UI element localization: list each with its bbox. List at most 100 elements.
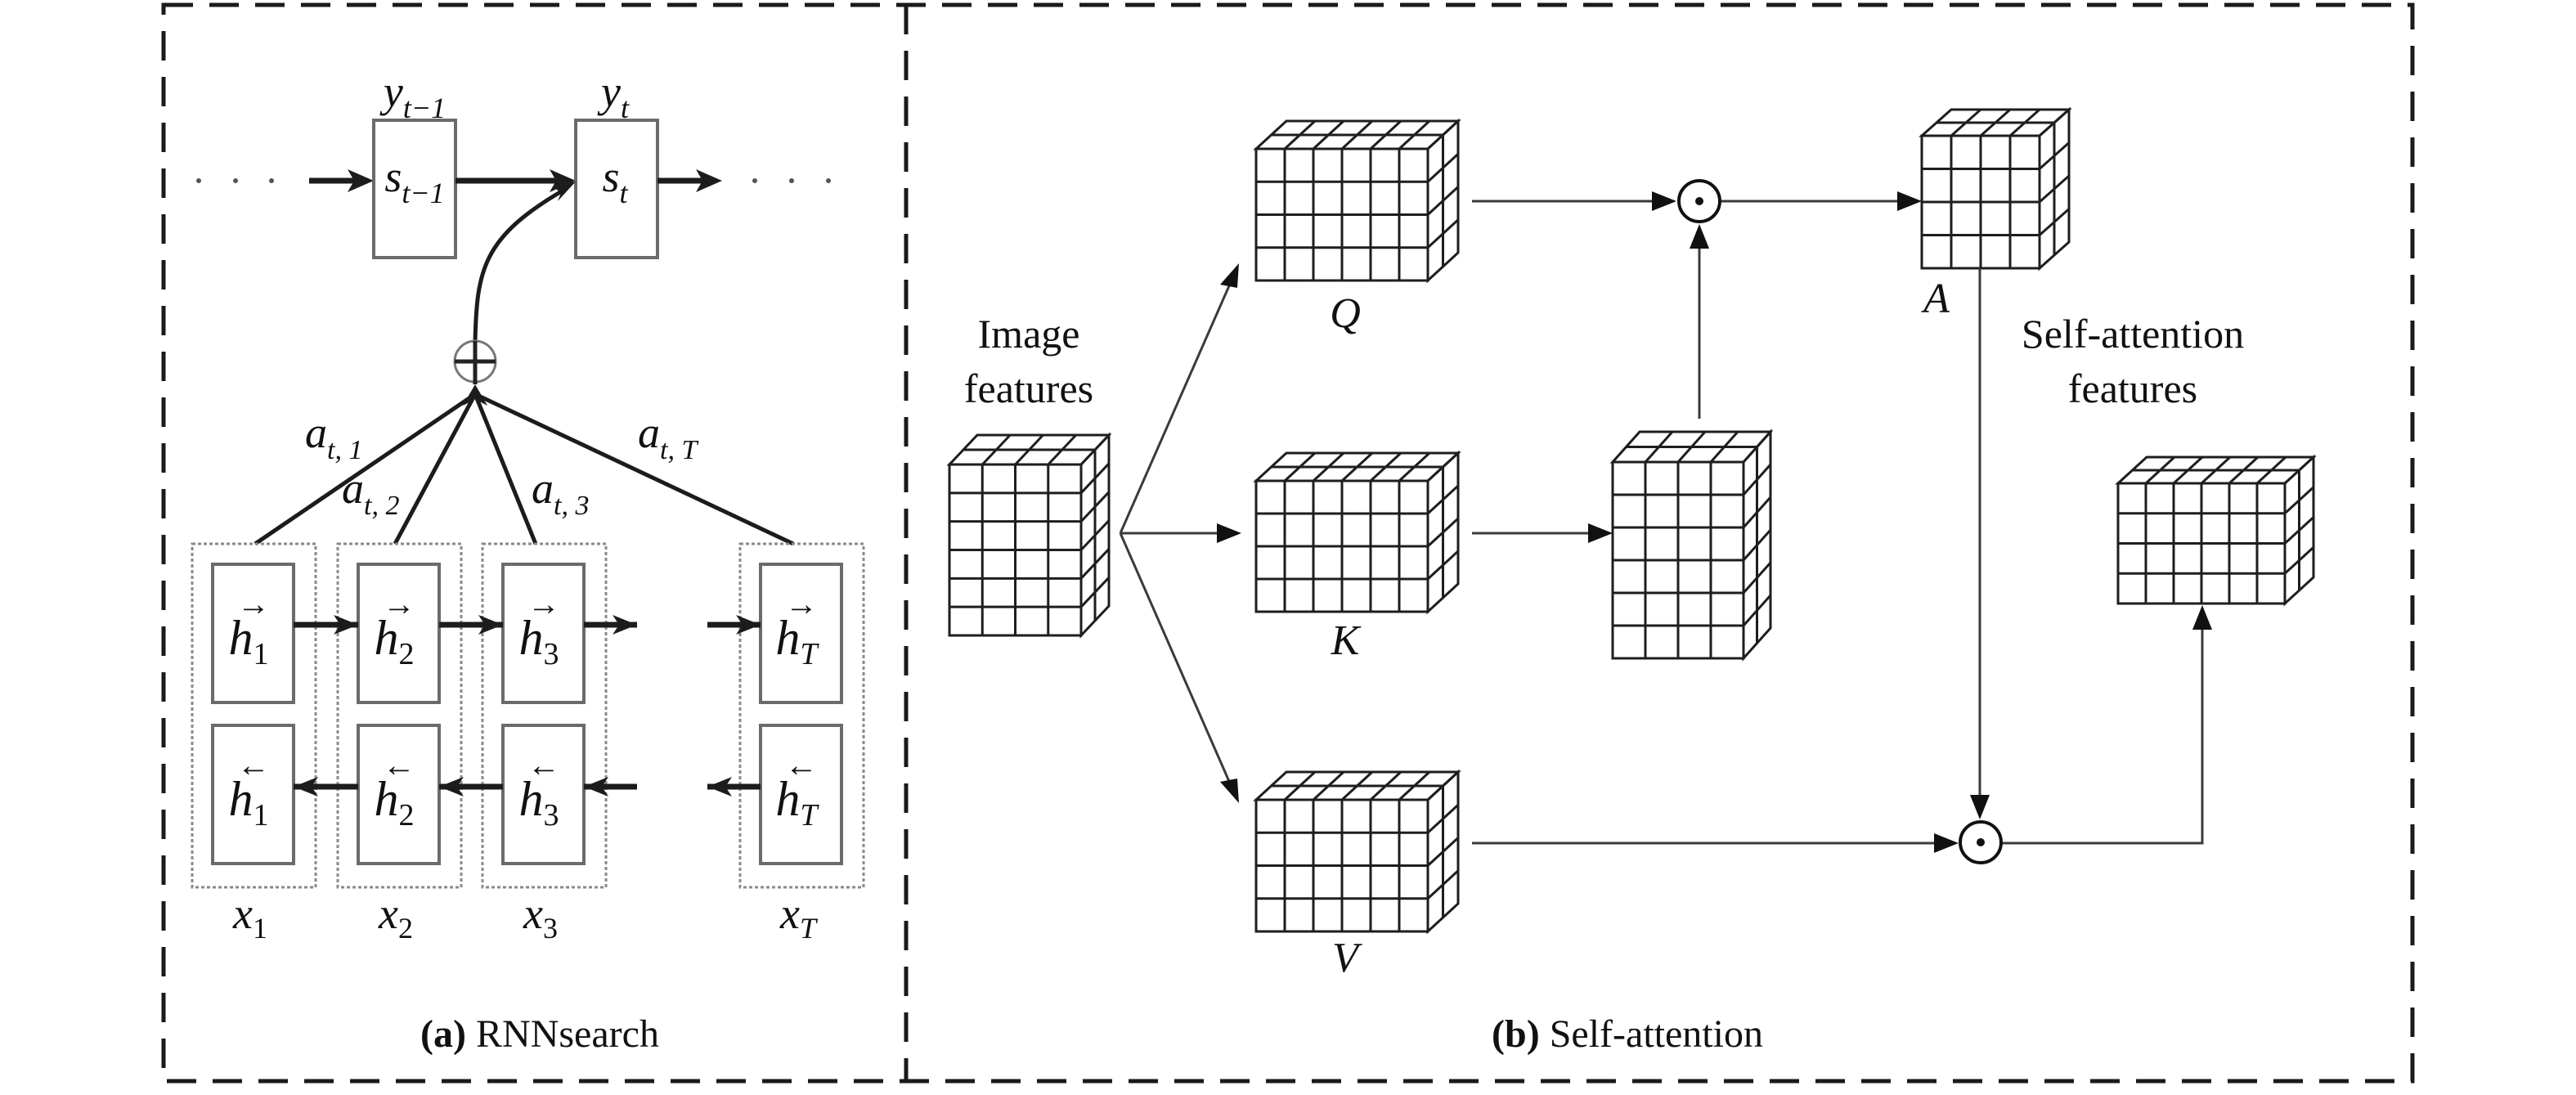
arrowhead xyxy=(1934,833,1959,853)
sum-node-icon xyxy=(453,339,497,384)
backward-recurrence-arrow xyxy=(584,777,637,797)
arrow-product-to-output xyxy=(2003,620,2204,845)
v-tensor-block xyxy=(1253,769,1461,935)
arrowhead xyxy=(1970,795,1990,819)
arrowhead xyxy=(1217,523,1241,543)
arrowhead xyxy=(1652,191,1676,211)
arrowhead xyxy=(1220,779,1239,803)
input-token-label: x3 xyxy=(523,889,558,945)
prev-state-label: st−1 xyxy=(384,152,444,209)
weight-label-1: at, 1 xyxy=(305,408,362,465)
forward-hidden-label: h2 xyxy=(375,611,415,671)
weight-label-t: at, T xyxy=(638,408,698,465)
current-state-box xyxy=(574,119,659,259)
a-label: A xyxy=(1921,276,1950,322)
decoder-ellipsis-left xyxy=(196,178,274,183)
backward-hidden-label: h3 xyxy=(519,772,559,832)
k-label: K xyxy=(1331,617,1362,664)
backward-hidden-label: h1 xyxy=(229,772,269,832)
current-output-label: yt xyxy=(597,67,630,124)
attention-weight-line xyxy=(473,392,795,546)
backward-recurrence-arrow xyxy=(294,777,358,797)
current-state-label: st xyxy=(602,152,628,209)
attention-weight-line xyxy=(254,392,477,546)
backward-recurrence-arrow xyxy=(439,777,503,797)
forward-hidden-label: hT xyxy=(775,611,819,671)
v-label: V xyxy=(1332,935,1362,981)
out-tensor-block xyxy=(2115,454,2317,607)
forward-hidden-label: h1 xyxy=(229,611,269,671)
arrow-to-v xyxy=(1119,532,1232,786)
panel-a-caption: (a) RNNsearch xyxy=(420,1012,659,1056)
k-tensor-block xyxy=(1253,450,1461,615)
arrowhead xyxy=(553,182,576,201)
forward-recurrence-arrow xyxy=(584,615,637,635)
arrowhead-cluster xyxy=(463,384,487,406)
column-group-box xyxy=(336,542,463,889)
panel-b-caption: (b) Self-attention xyxy=(1492,1012,1763,1056)
hadamard-product-icon xyxy=(1959,820,2003,864)
forward-hidden-box xyxy=(357,563,441,704)
q-tensor-block xyxy=(1253,118,1461,284)
backward-hidden-label: h2 xyxy=(375,772,415,832)
backward-arrow-accent: ← xyxy=(237,747,270,783)
prev-output-label: yt−1 xyxy=(379,67,446,124)
weight-label-3: at, 3 xyxy=(532,464,589,521)
attention-weight-line xyxy=(393,393,478,545)
forward-arrow-accent: → xyxy=(383,586,415,622)
input-token-label: xT xyxy=(779,889,819,945)
arrowhead xyxy=(1690,224,1709,249)
arrowhead xyxy=(348,169,374,192)
forward-arrow-accent: → xyxy=(527,586,560,622)
input-token-label: x2 xyxy=(378,889,413,945)
hadamard-product-icon xyxy=(1677,179,1721,223)
q-label: Q xyxy=(1330,290,1361,337)
backward-arrow-accent: ← xyxy=(383,747,415,783)
attention-weight-lines xyxy=(254,392,795,546)
backward-arrow-accent: ← xyxy=(785,747,818,783)
arrowhead xyxy=(1897,191,1922,211)
arrowhead xyxy=(1588,523,1613,543)
forward-recurrence-arrow xyxy=(294,615,358,635)
forward-arrow-accent: → xyxy=(785,586,818,622)
column-group-box xyxy=(738,542,865,889)
panel-a-rnnsearch: st−1 yt−1 st yt at, 1 xyxy=(191,67,865,1056)
backward-hidden-box xyxy=(211,724,295,865)
output-features-label-line2: features xyxy=(2068,366,2197,411)
arrowhead xyxy=(1220,263,1239,288)
arrowhead xyxy=(2192,605,2212,630)
attention-weight-line xyxy=(473,393,538,545)
image-tensor-block xyxy=(946,432,1112,639)
arrowhead xyxy=(696,169,722,192)
forward-recurrence-arrow xyxy=(707,615,761,635)
backward-hidden-label: hT xyxy=(775,772,819,832)
column-group-box xyxy=(481,542,608,889)
column-group-box xyxy=(191,542,317,889)
backward-hidden-box xyxy=(357,724,441,865)
forward-hidden-box xyxy=(759,563,843,704)
backward-arrow-accent: ← xyxy=(527,747,560,783)
backward-recurrence-arrow xyxy=(707,777,761,797)
context-vector-curve xyxy=(473,187,566,343)
weight-label-2: at, 2 xyxy=(342,464,399,521)
backward-hidden-box xyxy=(501,724,586,865)
output-features-label-line1: Self-attention xyxy=(2022,311,2244,357)
arrow-to-q xyxy=(1119,281,1232,534)
figure-frame xyxy=(161,2,2415,1084)
backward-hidden-box xyxy=(759,724,843,865)
decoder-ellipsis-right xyxy=(752,178,831,183)
forward-recurrence-arrow xyxy=(439,615,503,635)
kt-tensor-block xyxy=(1609,429,1774,662)
image-features-label-line2: features xyxy=(964,366,1093,411)
image-features-label-line1: Image xyxy=(978,311,1080,357)
input-token-label: x1 xyxy=(232,889,267,945)
forward-hidden-box xyxy=(501,563,586,704)
tensor-blocks xyxy=(946,106,2317,935)
prev-state-box xyxy=(372,119,457,259)
